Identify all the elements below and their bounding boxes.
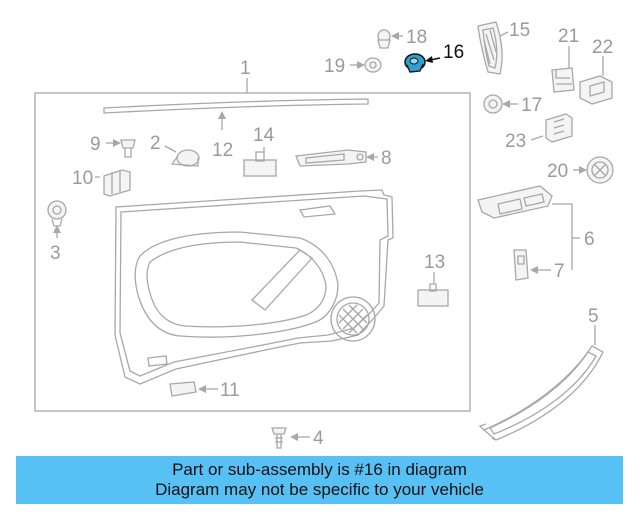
part-22-switch [579,75,613,105]
callout-12: 12 [212,140,233,161]
door-trim-panel [114,189,394,385]
part-3-clip [47,200,67,227]
callout-13: 13 [424,252,445,273]
part-16-clip [404,53,426,73]
callout-5: 5 [588,306,599,327]
callout-14: 14 [253,125,275,146]
leader-2 [164,145,177,153]
callout-18: 18 [406,27,427,48]
callout-10: 10 [72,168,93,189]
banner-line-part: Part or sub-assembly is #16 in diagram [172,460,467,479]
callout-21: 21 [558,26,579,47]
callout-9: 9 [90,134,101,155]
callout-20: 20 [547,161,568,182]
part-4-screw [271,427,287,449]
banner-line-disclaimer: Diagram may not be specific to your vehi… [155,480,484,499]
part-21-switch [551,67,575,93]
callout-15: 15 [509,20,530,41]
part-7-clip [513,249,529,281]
leader-23 [530,135,544,141]
arrow-16 [425,56,433,63]
part-5-trim-strip [478,345,604,441]
part-9-pin [120,139,136,158]
part-19-nut [364,57,382,73]
part-13-switch [417,283,449,307]
callout-6: 6 [584,229,595,250]
callout-23: 23 [505,131,526,152]
panel-frame [34,92,471,412]
callout-11: 11 [220,380,240,401]
part-6-switch-bezel [477,185,553,219]
part-23-switch [545,113,573,143]
info-banner: Part or sub-assembly is #16 in diagram D… [16,456,623,504]
part-17-nut [483,94,503,114]
leader-6 [552,203,580,270]
callout-17: 17 [521,95,542,116]
callout-8: 8 [381,148,392,169]
callout-2: 2 [150,133,161,154]
part-2-clip [170,149,200,167]
part-14-switch [243,151,277,177]
part-20-knob [586,156,614,184]
part-8-handle [295,149,367,167]
leader-15 [499,31,509,37]
callout-4: 4 [313,428,324,449]
callout-7: 7 [554,261,565,282]
part-10-bracket [103,169,131,197]
part-12-belt-strip [103,98,369,114]
callout-1: 1 [240,58,251,79]
callout-16: 16 [443,42,464,63]
part-11-lens [169,381,197,397]
callout-19: 19 [324,56,345,77]
callout-3: 3 [50,243,61,264]
part-15-mirror-trim [477,21,503,75]
callout-22: 22 [592,37,613,58]
part-18-grommet [377,29,391,49]
